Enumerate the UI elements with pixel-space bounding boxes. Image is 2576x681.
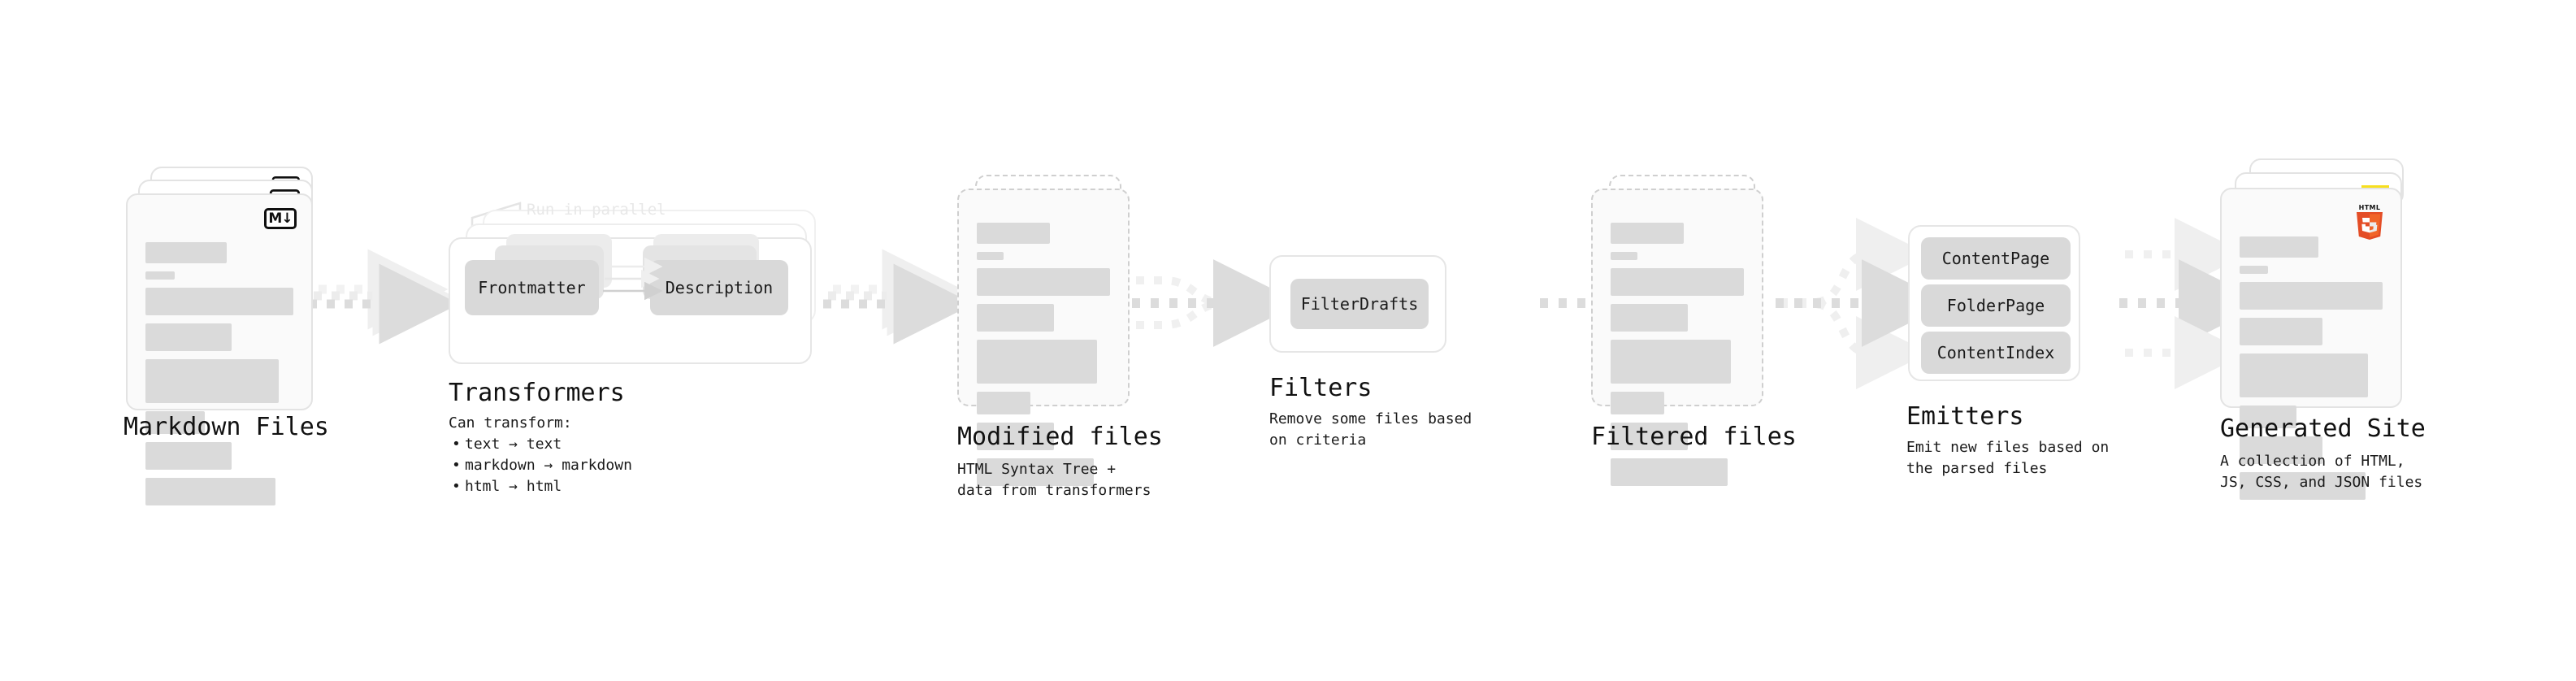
document-skeleton-bar — [145, 478, 276, 505]
document-skeleton-bar — [145, 242, 228, 263]
document-skeleton-bar — [1611, 423, 1689, 450]
document-skeleton-bar — [1611, 223, 1685, 244]
document-skeleton-bar — [1611, 304, 1689, 332]
html5-icon: HTML — [2353, 202, 2386, 240]
document-skeleton-bars — [145, 242, 293, 514]
document-skeleton-bar — [145, 271, 176, 280]
document-skeleton-bar — [2240, 318, 2323, 345]
modified-files-stack — [957, 175, 1144, 486]
stage-title-generated-site: Generated Site — [2220, 414, 2426, 443]
document-skeleton-bars — [1611, 223, 1744, 494]
document-skeleton-bar — [2240, 354, 2369, 397]
document-skeleton-bar — [145, 359, 279, 403]
svg-text:HTML: HTML — [2359, 204, 2381, 211]
stage-subtitle-emitters: Emit new files based on the parsed files — [1906, 439, 2110, 477]
document-skeleton-bar — [145, 411, 205, 434]
markdown-icon: M↓ — [264, 208, 297, 229]
document-skeleton-bar — [1611, 252, 1637, 260]
document-skeleton-bar — [2240, 406, 2297, 428]
emitters-group: ContentPage FolderPage ContentIndex — [1908, 225, 2080, 381]
document-skeleton-bar — [145, 442, 232, 470]
connector-emitters-to-site — [2119, 218, 2266, 389]
stage-subtitle-modified-files: HTML Syntax Tree + data from transformer… — [957, 461, 1151, 499]
connector-filtered-to-emitters — [1776, 218, 1949, 389]
stage-title-filters: Filters — [1269, 374, 1373, 402]
stage-title-markdown-files: Markdown Files — [124, 413, 329, 441]
transformers-capabilities-lead: Can transform: — [449, 414, 572, 432]
document-skeleton-bar — [2240, 266, 2269, 274]
document-skeleton-bar — [977, 268, 1110, 296]
transformer-capability-item: markdown → markdown — [452, 455, 632, 476]
transformer-capability-item: html → html — [452, 476, 632, 497]
transformers-group: Frontmatter Description — [449, 210, 830, 364]
connector-modified-to-filters — [1132, 259, 1301, 347]
document-skeleton-bar — [977, 252, 1004, 260]
document-skeleton-bar — [145, 323, 232, 351]
transformer-capability-item: text → text — [452, 434, 632, 455]
document-skeleton-bar — [2240, 282, 2383, 310]
transformers-capabilities: Can transform: text → text markdown → ma… — [449, 413, 632, 497]
document-skeleton-bar — [977, 304, 1055, 332]
markdown-files-stack: M↓ M↓ M↓ — [126, 167, 321, 505]
document-skeleton-bar — [977, 340, 1097, 384]
run-in-parallel-label: Run in parallel — [527, 201, 666, 219]
document-skeleton-bar — [145, 288, 293, 315]
generated-site-stack: CSS HTML — [2220, 158, 2423, 500]
generated-card-front: HTML — [2220, 188, 2402, 500]
document-skeleton-bar — [2240, 472, 2366, 500]
document-skeleton-bar — [1611, 458, 1728, 486]
document-skeleton-bar — [977, 392, 1030, 414]
stage-subtitle-filters: Remove some files based on criteria — [1269, 410, 1472, 449]
markdown-card-front: M↓ — [126, 193, 313, 505]
connector-transformers-to-modified — [823, 249, 974, 345]
document-skeleton-bar — [1611, 392, 1664, 414]
stage-title-modified-files: Modified files — [957, 423, 1163, 451]
connector-markdown-to-transformers — [309, 249, 460, 345]
document-skeleton-bars — [2240, 236, 2383, 508]
stage-title-emitters: Emitters — [1906, 402, 2024, 431]
emitter-chip-contentindex[interactable]: ContentIndex — [1921, 332, 2071, 374]
document-skeleton-bar — [977, 423, 1055, 450]
document-skeleton-bar — [2240, 436, 2323, 464]
modified-card-front — [957, 189, 1130, 486]
filter-chip-filterdrafts[interactable]: FilterDrafts — [1290, 279, 1429, 329]
document-skeleton-bar — [977, 223, 1051, 244]
stage-subtitle-generated-site: A collection of HTML, JS, CSS, and JSON … — [2220, 453, 2423, 491]
document-skeleton-bar — [1611, 340, 1731, 384]
emitter-chip-folderpage[interactable]: FolderPage — [1921, 284, 2071, 327]
stage-title-filtered-files: Filtered files — [1591, 423, 1797, 451]
transformer-chip-frontmatter[interactable]: Frontmatter — [465, 260, 599, 315]
emitter-chip-contentpage[interactable]: ContentPage — [1921, 237, 2071, 280]
filtered-files-stack — [1591, 175, 1778, 486]
document-skeleton-bar — [2240, 236, 2318, 258]
document-skeleton-bars — [977, 223, 1110, 494]
stage-title-transformers: Transformers — [449, 379, 625, 407]
document-skeleton-bar — [977, 458, 1095, 486]
filters-group: FilterDrafts — [1269, 255, 1446, 353]
transformer-chip-description[interactable]: Description — [650, 260, 788, 315]
filtered-card-front — [1591, 189, 1763, 486]
document-skeleton-bar — [1611, 268, 1744, 296]
transformer-inner-arrows — [603, 257, 663, 301]
